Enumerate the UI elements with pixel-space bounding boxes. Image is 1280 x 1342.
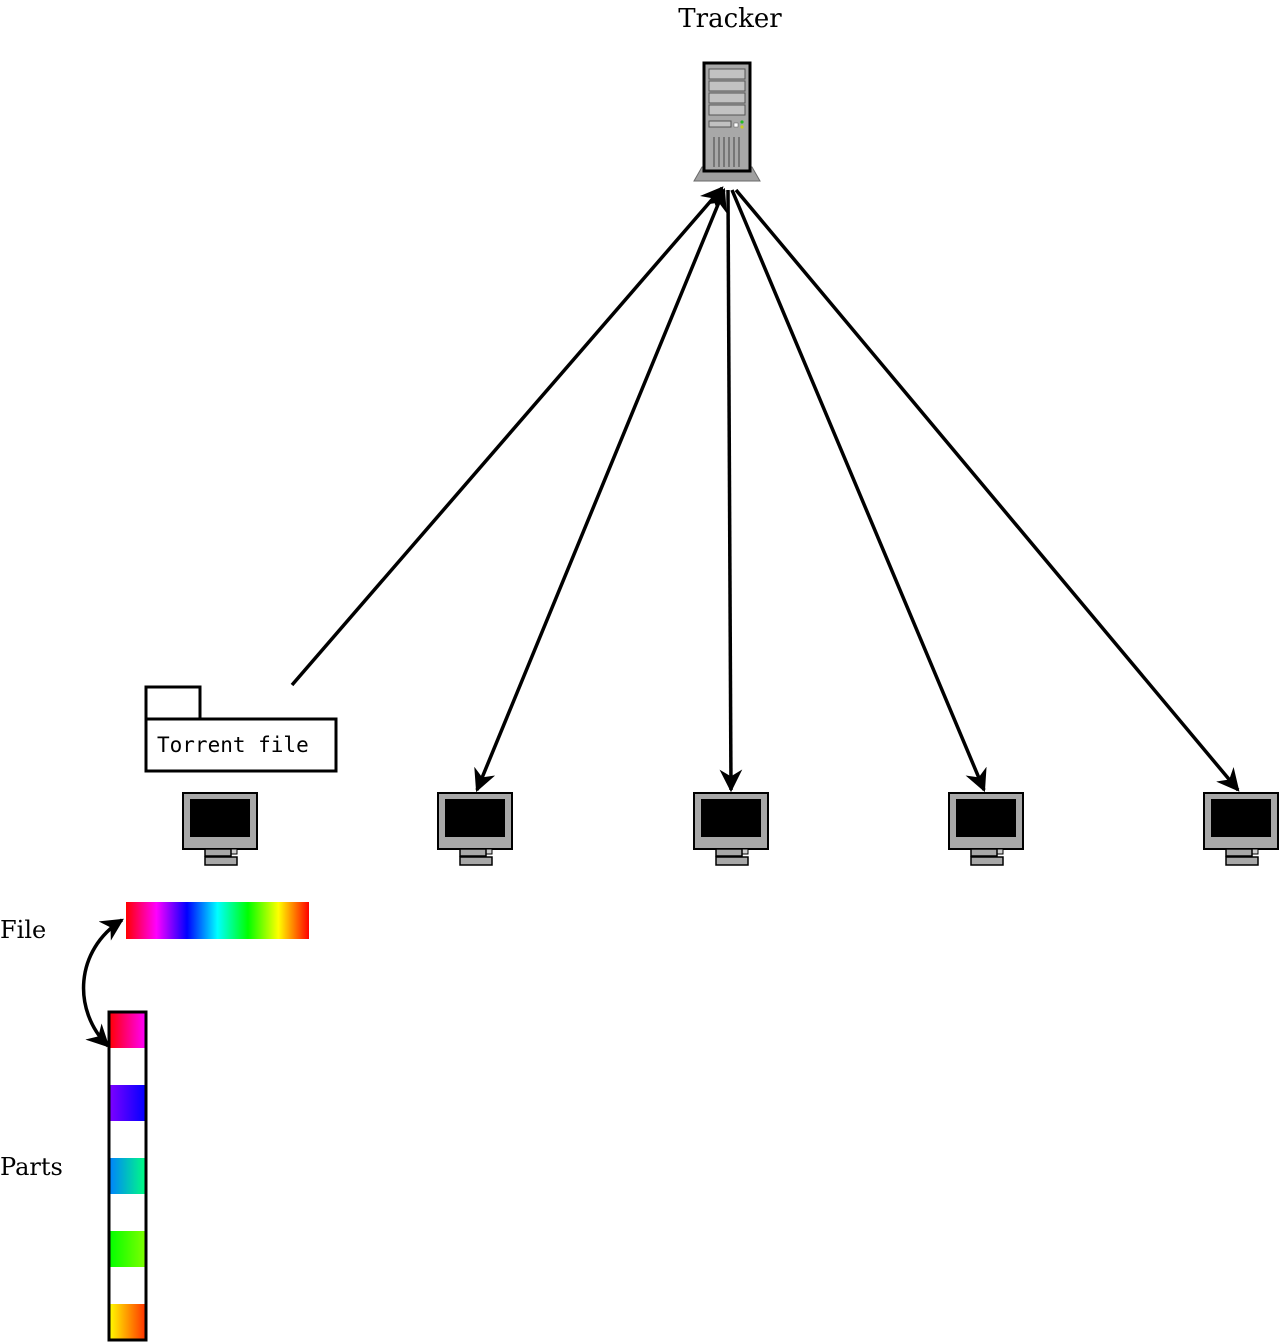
torrent-file: Torrent file: [144, 685, 338, 773]
torrent-file-label: Torrent file: [157, 733, 309, 757]
parts-column: [107, 1010, 148, 1342]
tracker-label: Tracker: [678, 4, 782, 34]
part-piece: [109, 1304, 146, 1340]
torrent-file-box: [144, 717, 338, 773]
file-label: File: [0, 916, 46, 944]
connection-arrows: [290, 186, 1240, 793]
file-parts-arrow: [81, 918, 124, 1048]
computer-icon: [437, 792, 513, 866]
arrow-tracker-peer-4: [734, 188, 1240, 792]
arrow-torrent-to-tracker: [290, 186, 724, 687]
part-piece: [109, 1085, 146, 1121]
file-bar: [126, 902, 309, 939]
arrow-tracker-peer-1: [474, 187, 727, 793]
part-piece: [109, 1231, 146, 1267]
peers: [182, 792, 1279, 866]
arrow-tracker-peer-2: [719, 189, 743, 793]
server-icon: [692, 61, 762, 183]
part-piece: [109, 1158, 146, 1194]
parts-label: Parts: [0, 1153, 63, 1181]
computer-icon: [693, 792, 769, 866]
computer-icon: [1203, 792, 1279, 866]
arrow-tracker-peer-3: [730, 189, 987, 793]
part-piece: [109, 1012, 146, 1048]
computer-icon: [948, 792, 1024, 866]
folder-icon: [144, 685, 202, 721]
computer-icon: [182, 792, 258, 866]
parts-frame: [107, 1010, 148, 1342]
